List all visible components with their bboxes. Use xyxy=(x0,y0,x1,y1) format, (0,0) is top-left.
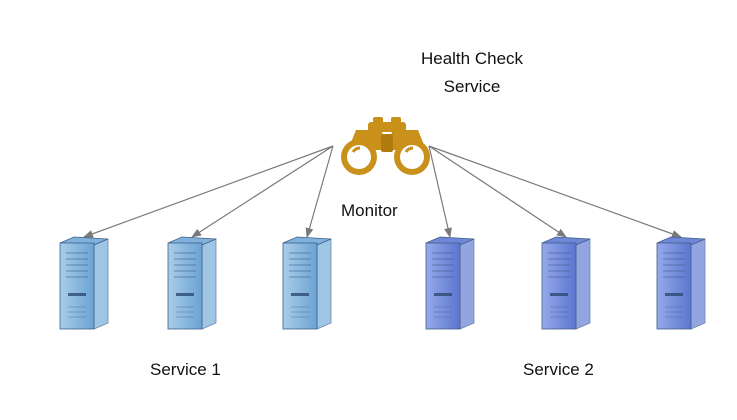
binoculars-icon xyxy=(341,117,430,175)
monitor-label: Monitor xyxy=(341,201,398,220)
connector-arrow xyxy=(428,145,567,238)
server-group xyxy=(59,236,706,330)
connector-arrow xyxy=(428,145,682,238)
service-1-label: Service 1 xyxy=(150,360,221,379)
connector-group xyxy=(83,145,682,238)
server-icon xyxy=(541,236,591,330)
server-icon xyxy=(656,236,706,330)
connector-arrow xyxy=(83,145,334,238)
server-icon xyxy=(167,236,217,330)
health-check-title-line-2: Service xyxy=(443,77,501,96)
connector-arrow xyxy=(191,145,334,238)
service-2-label: Service 2 xyxy=(523,360,594,379)
server-icon xyxy=(425,236,475,330)
connector-arrow xyxy=(428,145,452,238)
server-icon xyxy=(282,236,332,330)
connector-arrow xyxy=(305,145,334,238)
server-icon xyxy=(59,236,109,330)
health-check-title-line-1: Health Check xyxy=(420,49,524,68)
